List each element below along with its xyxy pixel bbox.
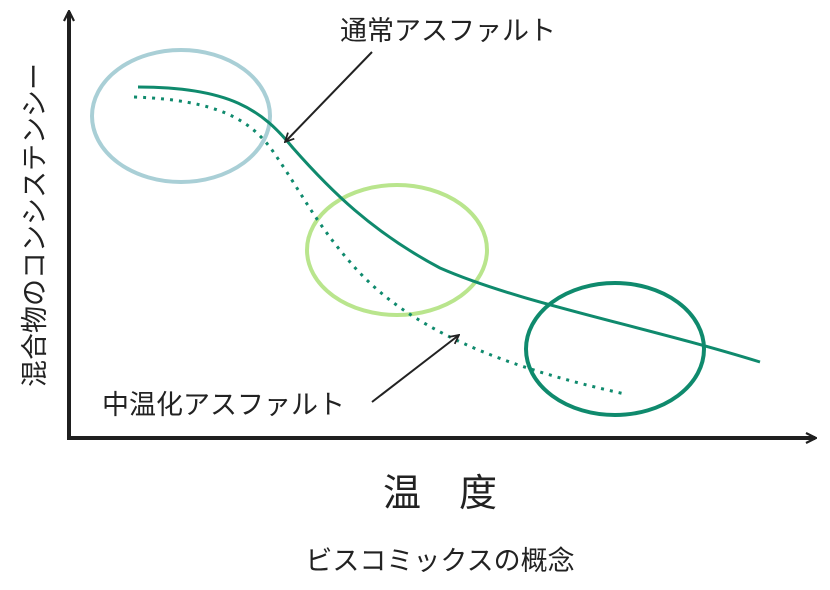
warm-mix-asphalt-label: 中温化アスファルト	[102, 390, 345, 421]
high-temperature-circle	[524, 281, 706, 417]
low-temperature-circle	[90, 48, 272, 184]
y-axis-label: 混合物のコンシステンシー	[20, 63, 51, 387]
diagram-caption: ビスコミックスの概念	[305, 546, 574, 577]
normal-asphalt-curve	[137, 85, 761, 364]
x-axis-label: 温 度	[383, 471, 497, 515]
warm-mix-asphalt-callout-arrow	[371, 335, 459, 403]
normal-asphalt-label: 通常アスファルト	[340, 16, 556, 47]
mid-temperature-circle	[305, 183, 489, 317]
normal-asphalt-callout-arrow	[285, 51, 373, 142]
warm-mix-asphalt-curve	[133, 95, 626, 396]
